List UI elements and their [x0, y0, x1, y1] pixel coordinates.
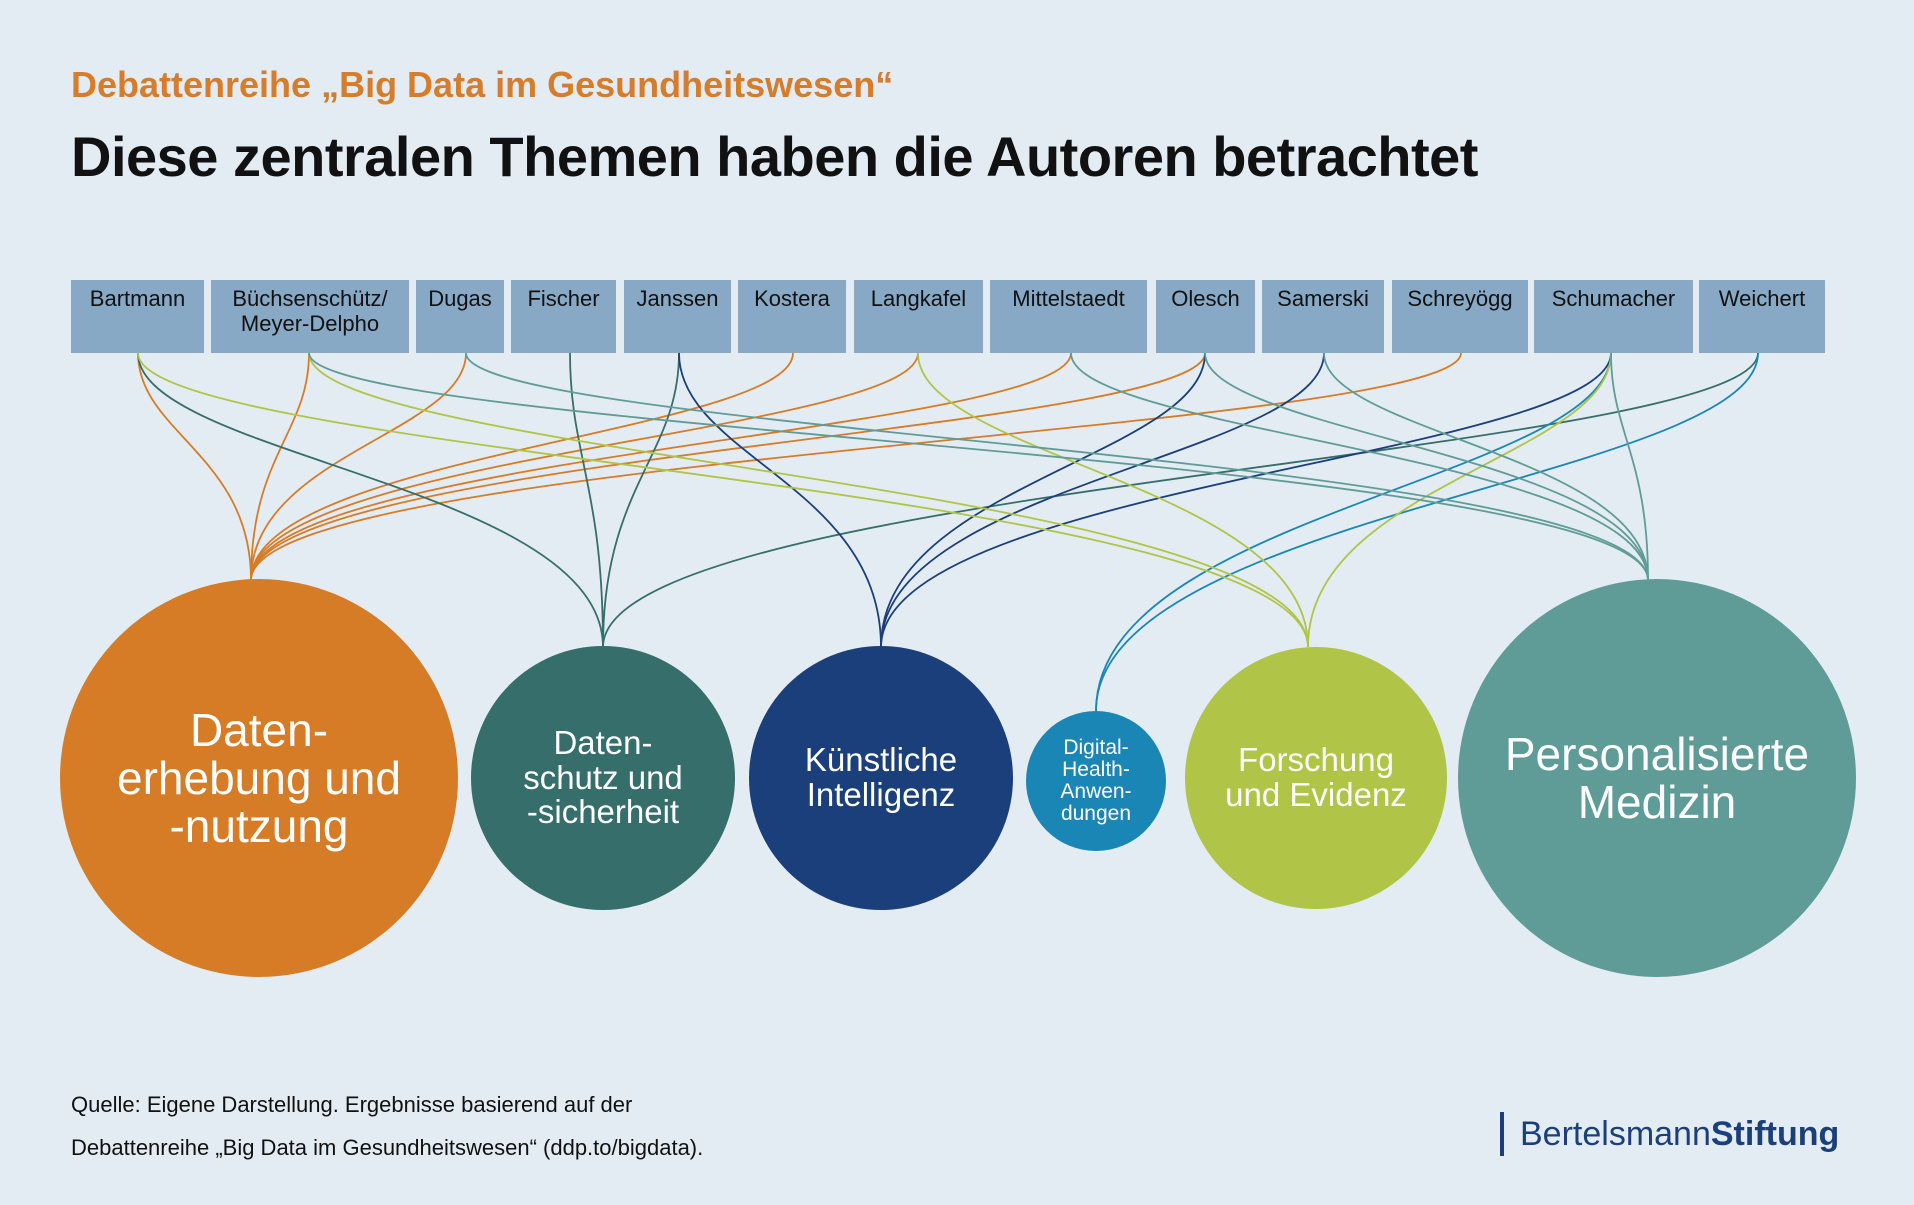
topic-label: Daten- erhebung und -nutzung	[117, 703, 401, 853]
connection-line	[1307, 352, 1612, 648]
connection-line	[569, 352, 604, 648]
author-box: Samerski	[1262, 280, 1384, 353]
logo-bold: Stiftung	[1710, 1115, 1840, 1153]
connection-line	[880, 352, 1206, 648]
topic-circle: Forschung und Evidenz	[1185, 647, 1447, 909]
topic-label: Personalisierte Medizin	[1504, 727, 1810, 828]
topic-circle: Künstliche Intelligenz	[749, 646, 1013, 910]
connection-line	[602, 352, 680, 648]
connection-line	[602, 352, 1759, 648]
connection-line	[880, 352, 1612, 648]
connection-line	[880, 352, 1325, 648]
author-box: Kostera	[738, 280, 846, 353]
source-note: Quelle: Eigene Darstellung. Ergebnisse b…	[71, 1083, 703, 1169]
topic-label: Daten- schutz und -sicherheit	[523, 724, 683, 831]
connection-line	[1204, 352, 1649, 581]
connection-line	[308, 352, 1649, 581]
author-box: Langkafel	[854, 280, 983, 353]
author-box: Janssen	[624, 280, 731, 353]
source-line-1: Quelle: Eigene Darstellung. Ergebnisse b…	[71, 1092, 633, 1117]
connection-line	[465, 352, 1649, 581]
logo-regular: Bertelsmann	[1520, 1115, 1711, 1153]
topic-circle: Daten- erhebung und -nutzung	[60, 579, 458, 977]
topic-label: Digital- Health- Anwen- dungen	[1060, 735, 1132, 826]
topic-label: Künstliche Intelligenz	[804, 741, 958, 813]
topic-circle: Digital- Health- Anwen- dungen	[1026, 711, 1166, 851]
connection-line	[250, 352, 467, 581]
connection-line	[250, 352, 310, 581]
connection-line	[137, 352, 1309, 648]
connection-line	[1095, 352, 1612, 712]
connection-line	[137, 352, 604, 648]
connection-line	[250, 352, 794, 581]
connection-line	[308, 352, 1309, 648]
connection-line	[1070, 352, 1649, 581]
kicker-title: Debattenreihe „Big Data im Gesundheitswe…	[71, 64, 894, 105]
author-box: Schreyögg	[1392, 280, 1528, 353]
author-box: Weichert	[1699, 280, 1825, 353]
author-box: Fischer	[511, 280, 616, 353]
topic-label: Forschung und Evidenz	[1225, 741, 1407, 813]
author-box: Büchsenschütz/ Meyer-Delpho	[211, 280, 409, 353]
connection-line	[137, 352, 252, 581]
connection-line	[1610, 352, 1649, 581]
author-box: Dugas	[416, 280, 504, 353]
page-title: Diese zentralen Themen haben die Autoren…	[71, 125, 1478, 188]
connection-line	[250, 352, 1462, 581]
connection-line	[1095, 352, 1759, 712]
author-box: Olesch	[1156, 280, 1255, 353]
connection-line	[250, 352, 1206, 581]
connection-line	[678, 352, 882, 648]
author-box: Bartmann	[71, 280, 204, 353]
topic-circle: Daten- schutz und -sicherheit	[471, 646, 735, 910]
source-line-2: Debattenreihe „Big Data im Gesundheitswe…	[71, 1135, 704, 1160]
connection-line	[1323, 352, 1649, 581]
connection-line	[250, 352, 1072, 581]
connection-line	[250, 352, 919, 581]
author-box: Mittelstaedt	[990, 280, 1147, 353]
topic-circle: Personalisierte Medizin	[1458, 579, 1856, 977]
connection-line	[917, 352, 1309, 648]
bertelsmann-logo: BertelsmannStiftung	[1500, 1112, 1839, 1156]
author-box: Schumacher	[1534, 280, 1693, 353]
